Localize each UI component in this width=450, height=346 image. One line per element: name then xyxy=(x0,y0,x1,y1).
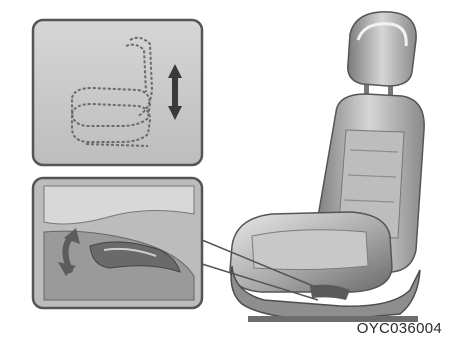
figure-code: OYC036004 xyxy=(357,320,442,337)
inset-top xyxy=(33,20,202,165)
car-seat-icon xyxy=(230,12,424,322)
inset-bottom xyxy=(33,178,202,308)
